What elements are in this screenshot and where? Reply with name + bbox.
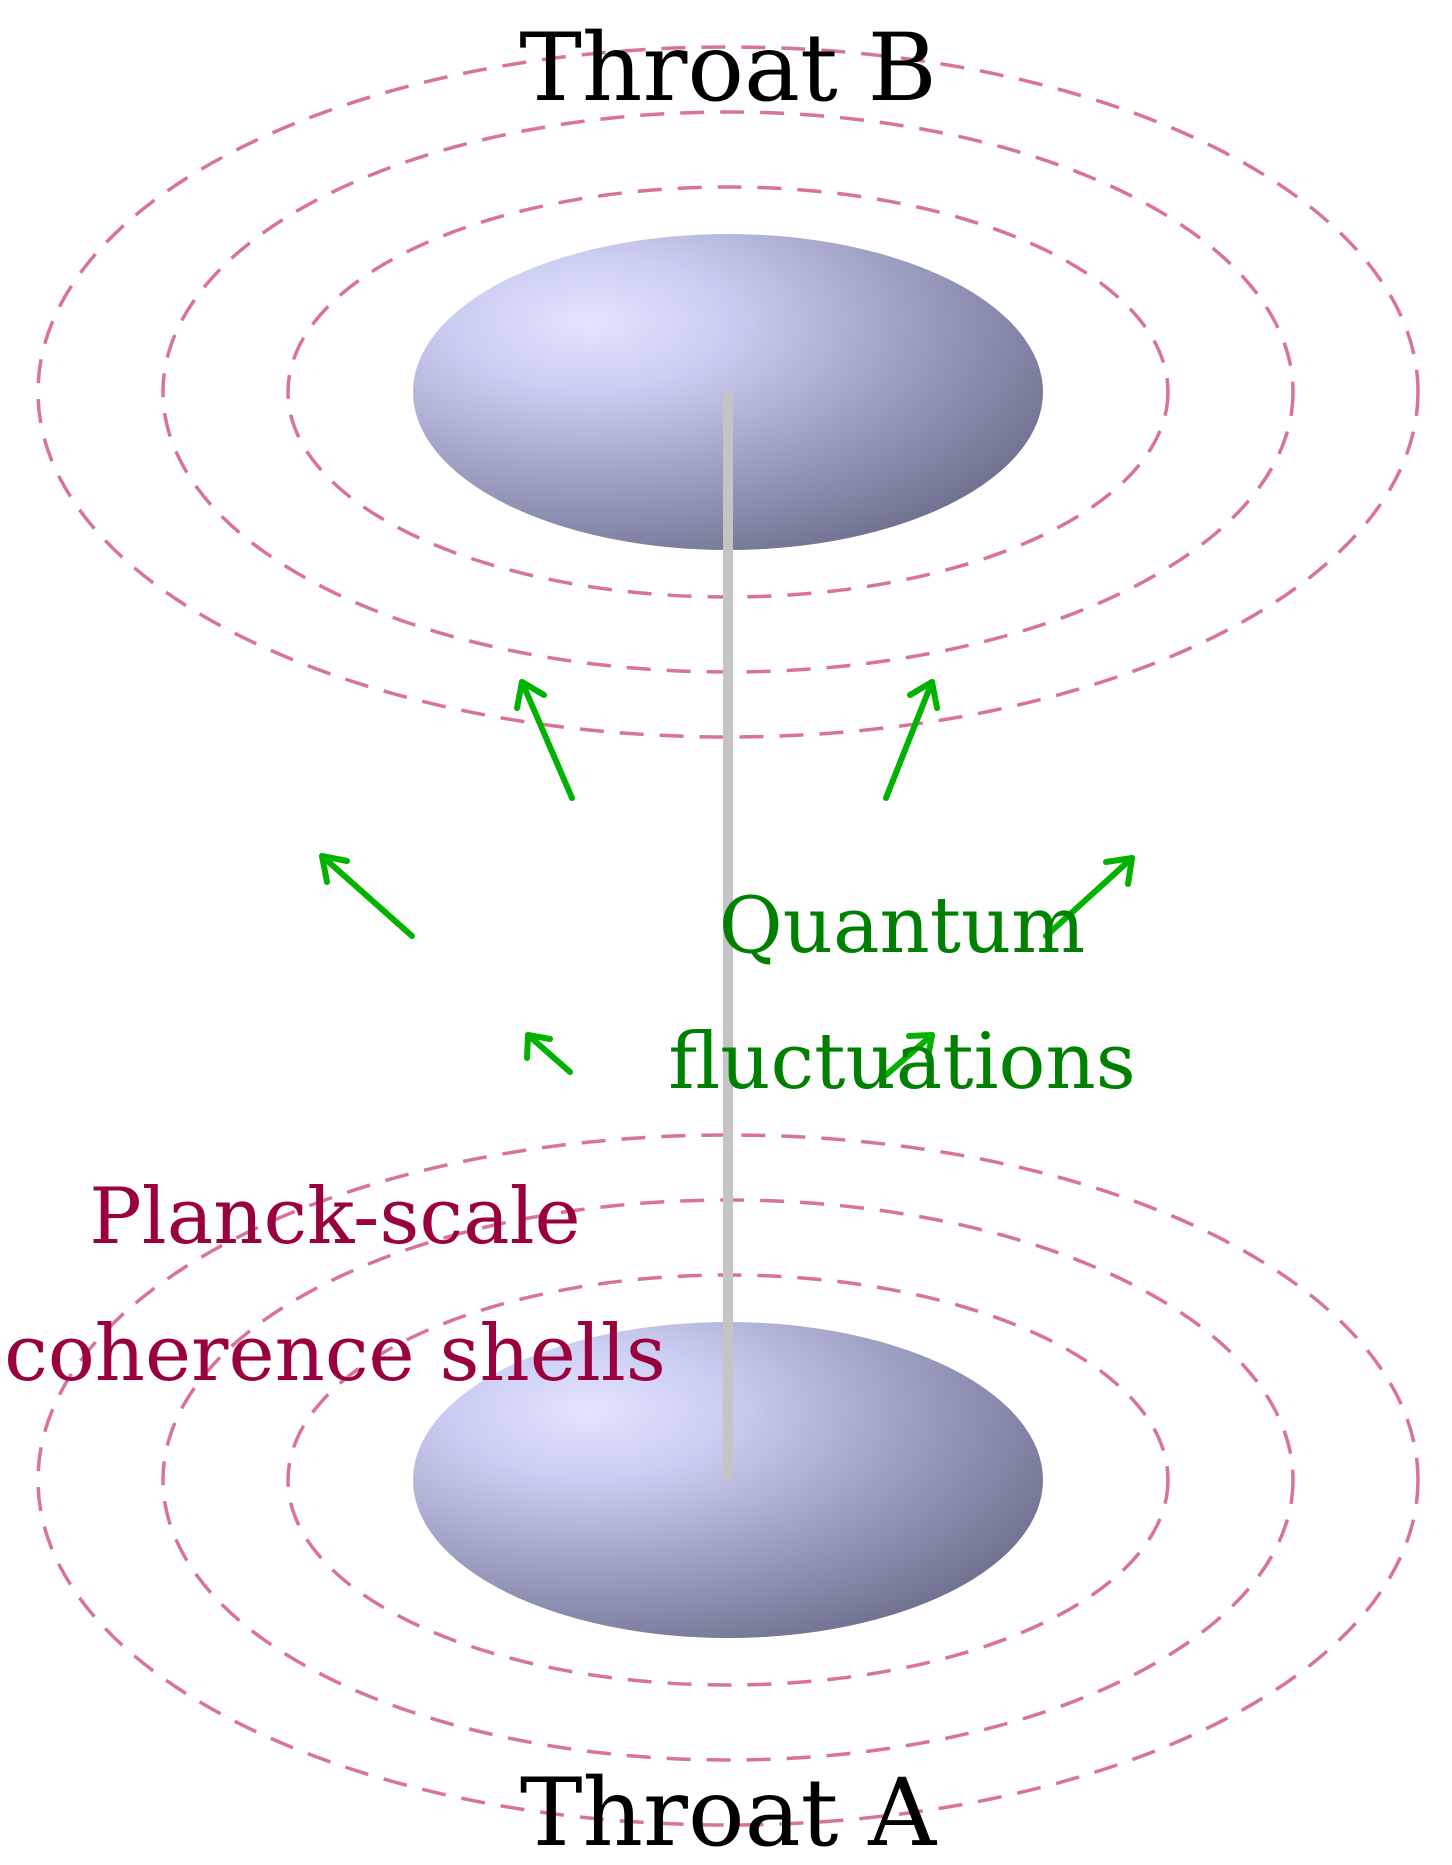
fluctuation-arrow-upper-right xyxy=(883,679,940,801)
fluctuation-arrow-left xyxy=(319,853,415,939)
throat-a-shell-outer xyxy=(36,1133,1420,1827)
fluctuation-arrow-lower-left xyxy=(524,1032,573,1075)
planck-shells-label-line1: Planck-scale xyxy=(89,1172,580,1262)
fluctuation-arrow-right xyxy=(1043,855,1135,939)
throat-b-label: Throat B xyxy=(519,14,937,123)
throat-a-label: Throat A xyxy=(520,1759,937,1865)
fluctuation-arrow-upper-left xyxy=(514,679,575,801)
quantum-fluctuations-label-line2: fluctuations xyxy=(668,1017,1136,1107)
planck-shells-label-line2: coherence shells xyxy=(4,1309,666,1399)
fluctuation-arrow-lower-right xyxy=(883,1032,935,1078)
throat-b-shell-outer xyxy=(36,45,1420,739)
quantum-fluctuation-arrows xyxy=(319,679,1135,1078)
quantum-fluctuations-label-line1: Quantum xyxy=(719,881,1085,971)
